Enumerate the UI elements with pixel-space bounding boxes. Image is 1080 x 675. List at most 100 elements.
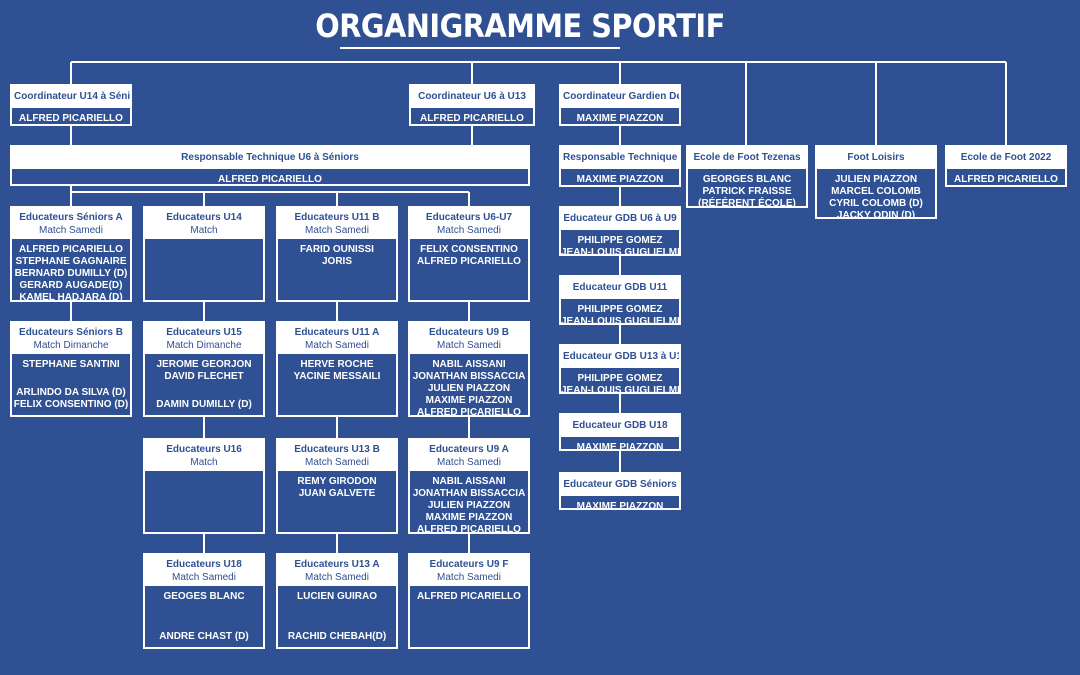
person-name: JEAN-LOUIS GUGLIELMI [561, 316, 680, 325]
person-name: MAXIME PIAZZON [425, 395, 513, 406]
person-name: (RÉFÉRENT ÉCOLE) [698, 198, 796, 208]
box-header: Educateurs U11 B Match Samedi [278, 208, 396, 239]
box-header: Ecole de Foot Tezenas [688, 147, 806, 169]
box-names: MAXIME PIAZZON [561, 108, 679, 124]
person-name: KAMEL HADJARA (D) [19, 292, 123, 302]
box-title: Coordinateur U14 à Séniors [14, 91, 131, 102]
person-name: NABIL AISSANI [432, 476, 506, 487]
box-title: Educateurs U9 A [429, 444, 509, 455]
box-title: Educateur GDB U18 [572, 420, 668, 431]
box-header: Educateur GDB Séniors [561, 474, 679, 496]
box-header: Educateurs U13 B Match Samedi [278, 440, 396, 471]
person-name: PHILIPPE GOMEZ [577, 304, 663, 315]
person-name: REMY GIRODON [297, 476, 377, 487]
person-name: JULIEN PIAZZON [427, 500, 511, 511]
box-names [145, 471, 263, 476]
person-name: MAXIME PIAZZON [576, 113, 664, 124]
person-name: ALFRED PICARIELLO [218, 174, 322, 185]
box-header: Responsable Technique U6 à Séniors [12, 147, 528, 169]
box-subtitle: Match Samedi [172, 572, 236, 583]
box-title: Educateurs U14 [166, 212, 242, 223]
box-subtitle: Match Samedi [39, 225, 103, 236]
person-name: LUCIEN GUIRAO [297, 591, 377, 602]
box-header: Educateur GDB U11 [561, 277, 679, 299]
person-name: GEOGES BLANC [163, 591, 245, 602]
box-names: GEOGES BLANC [145, 586, 263, 603]
box-header: Educateurs U9 A Match Samedi [410, 440, 528, 471]
box-subtitle: Match [190, 225, 218, 236]
person-name: MAXIME PIAZZON [576, 174, 664, 185]
person-name: JEAN-LOUIS GUGLIELMI [561, 385, 680, 394]
person-name: JACKY ODIN (D) [836, 210, 916, 219]
box-subtitle: Match Samedi [305, 457, 369, 468]
box-header: Educateur GDB U6 à U9 [561, 208, 679, 230]
box-subtitle: Match Samedi [305, 572, 369, 583]
box-subtitle: Match Dimanche [166, 340, 242, 351]
person-name: HERVE ROCHE [300, 359, 374, 370]
person-name: GEORGES BLANC [702, 174, 792, 185]
person-name: FELIX CONSENTINO (D) [13, 399, 129, 410]
box-names: STEPHANE SANTINI [12, 354, 130, 371]
person-name: JONATHAN BISSACCIA [412, 371, 526, 382]
box-title: Educateurs U11 B [294, 212, 380, 223]
person-name: JEAN-LOUIS GUGLIELMI [561, 247, 680, 256]
box-subtitle: Match Samedi [437, 457, 501, 468]
box-title: Educateurs U9 F [429, 559, 509, 570]
box-header: Educateur GDB U13 à U15 [561, 346, 679, 368]
box-footer-names: RACHID CHEBAH(D) [278, 631, 396, 643]
box-title: Educateur GDB U11 [572, 282, 668, 293]
box-header: Coordinateur U14 à Séniors [12, 86, 130, 108]
person-name: JONATHAN BISSACCIA [412, 488, 526, 499]
person-name: ARLINDO DA SILVA (D) [16, 387, 126, 398]
person-name: JULIEN PIAZZON [427, 383, 511, 394]
box-title: Responsable Technique U6 à Séniors [181, 152, 359, 163]
box-subtitle: Match Samedi [437, 340, 501, 351]
person-name: RACHID CHEBAH(D) [287, 631, 387, 642]
box-subtitle: Match Samedi [305, 225, 369, 236]
box-subtitle: Match [190, 457, 218, 468]
person-name: NABIL AISSANI [432, 359, 506, 370]
person-name: ALFRED PICARIELLO [417, 407, 521, 417]
box-subtitle: Match Samedi [437, 572, 501, 583]
person-name: ALFRED PICARIELLO [417, 524, 521, 534]
box-names: ALFRED PICARIELLO [411, 108, 533, 124]
box-title: Coordinateur Gardien De But [563, 91, 681, 102]
box-title: Educateurs U6-U7 [425, 212, 513, 223]
box-header: Ecole de Foot 2022 [947, 147, 1065, 169]
page-title: ORGANIGRAMME SPORTIF [315, 7, 725, 45]
box-title: Educateurs U13 B [294, 444, 380, 455]
box-header: Responsable Technique GDB [561, 147, 679, 169]
box-title: Coordinateur U6 à U13 [418, 91, 526, 102]
person-name: PHILIPPE GOMEZ [577, 235, 663, 246]
person-name: ANDRE CHAST (D) [159, 631, 249, 642]
person-name: FELIX CONSENTINO [420, 244, 518, 255]
box-names: LUCIEN GUIRAO [278, 586, 396, 603]
person-name: ALFRED PICARIELLO [420, 113, 524, 124]
